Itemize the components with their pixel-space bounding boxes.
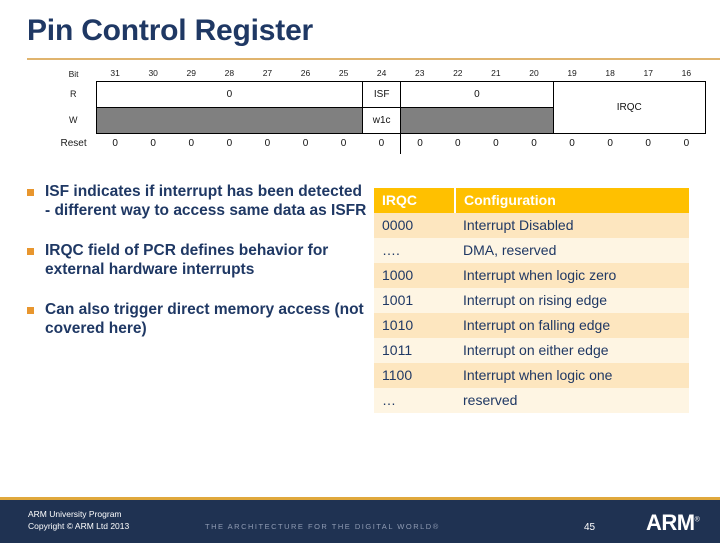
register-bitfield-diagram: Bit 31 30 29 28 27 26 25 24 23 22 21 20 … [56,66,707,154]
arm-logo: ARM® [646,510,700,535]
page-number: 45 [584,522,596,533]
list-item-label: IRQC field of PCR defines behavior for e… [45,241,329,278]
bit-number: 18 [605,68,615,79]
field-reserved-mid: 0 [400,81,554,108]
cell-configuration: reserved [455,388,689,413]
reset-value: 0 [150,138,156,149]
square-bullet-icon [27,189,34,196]
cell-configuration: Interrupt when logic zero [455,263,689,288]
bit-number: 22 [453,68,463,79]
square-bullet-icon [27,306,34,314]
register-table: Bit 31 30 29 28 27 26 25 24 23 22 21 20 … [56,66,707,154]
register-write-row: W w1c [56,107,706,134]
list-item-label: Can also trigger direct memory access (n… [45,300,364,337]
irqc-configuration-table: IRQC Configuration 0000 Interrupt Disabl… [374,188,689,413]
table-row: 1100 Interrupt when logic one [374,363,689,388]
reset-value: 0 [302,138,309,149]
slide-footer: ARM University Program Copyright © ARM L… [0,497,720,543]
registered-trademark-icon: ® [694,516,700,524]
cell-irqc-code: 1010 [374,313,455,338]
table-row: 0000 Interrupt Disabled [374,213,689,238]
cell-irqc-code: 1000 [374,263,455,288]
bit-number: 29 [186,68,196,79]
column-header-configuration: Configuration [454,188,689,213]
reset-value: 0 [340,138,347,149]
bit-number-row: Bit 31 30 29 28 27 26 25 24 23 22 21 20 … [56,66,706,82]
cell-configuration: Interrupt on falling edge [455,313,689,338]
register-read-row: R 0 ISF 0 IRQC [56,81,707,134]
reset-value: 0 [378,138,385,149]
field-write-reserved-high [95,107,364,134]
reset-value: 0 [226,138,233,149]
bit-number: 27 [262,68,273,79]
field-w1c: w1c [362,107,402,134]
table-row: 1011 Interrupt on either edge [374,338,689,363]
arm-logo-text: ARM [646,510,695,535]
footer-copyright: ARM University Program Copyright © ARM L… [28,508,129,533]
cell-configuration: Interrupt when logic one [455,363,689,388]
cell-irqc-code: … [374,388,455,413]
row-label-write: W [69,115,78,125]
cell-irqc-code: …. [374,238,455,263]
reset-value: 0 [607,138,613,149]
bit-number: 28 [224,68,235,79]
bit-number: 25 [338,68,349,79]
cell-irqc-code: 1011 [374,338,455,363]
field-isf: ISF [362,81,402,108]
table-row: 1010 Interrupt on falling edge [374,313,689,338]
cell-irqc-code: 0000 [374,213,455,238]
bit-number: 30 [148,68,158,79]
list-item: ISF indicates if interrupt has been dete… [27,183,367,221]
table-row: … reserved [374,388,689,413]
reset-value: 0 [188,138,195,149]
bit-number: 26 [300,68,311,79]
reset-value: 0 [531,138,537,149]
bullet-list: ISF indicates if interrupt has been dete… [27,183,367,359]
reset-value: 0 [493,138,499,149]
table-row: …. DMA, reserved [374,238,689,263]
bit-number: 17 [643,68,653,79]
footer-tagline: THE ARCHITECTURE FOR THE DIGITAL WORLD® [205,522,440,531]
reset-value: 0 [569,138,575,149]
field-reserved-high: 0 [95,81,364,108]
cell-configuration: DMA, reserved [455,238,689,263]
bit-number: 24 [376,68,387,79]
field-irqc: IRQC [552,81,707,134]
bit-number: 23 [415,68,425,79]
bit-number: 21 [491,68,501,79]
field-write-reserved-mid [400,107,554,134]
cell-irqc-code: 1100 [374,363,455,388]
list-item: Can also trigger direct memory access (n… [27,301,367,339]
reset-value: 0 [400,133,439,154]
row-label-bit: Bit [68,68,79,79]
cell-configuration: Interrupt on rising edge [455,288,689,313]
square-bullet-icon [27,247,34,255]
column-header-irqc: IRQC [374,188,455,213]
footer-program-line: ARM University Program [28,509,122,519]
cell-configuration: Interrupt on either edge [455,338,689,363]
reset-value: 0 [455,138,461,149]
reset-value: 0 [645,138,651,149]
row-label-read: R [70,89,77,99]
bit-number: 19 [567,68,577,79]
reset-value: 0 [264,138,271,149]
row-label-reset: Reset [60,137,87,149]
bit-number: 31 [110,68,120,79]
bit-number: 20 [529,68,539,79]
bit-number: 16 [681,68,692,79]
table-header-row: IRQC Configuration [374,188,689,213]
footer-copyright-line: Copyright © ARM Ltd 2013 [28,521,130,532]
cell-configuration: Interrupt Disabled [455,213,689,238]
table-row: 1000 Interrupt when logic zero [374,263,689,288]
list-item-label: ISF indicates if interrupt has been dete… [45,183,367,219]
reset-value: 0 [683,138,690,149]
list-item: IRQC field of PCR defines behavior for e… [27,242,367,280]
reset-value: 0 [112,138,118,149]
register-reset-row: Reset 0 0 0 0 0 0 0 0 0 0 0 0 0 0 0 0 [56,133,706,154]
cell-irqc-code: 1001 [374,288,455,313]
title-divider [27,58,720,60]
table-row: 1001 Interrupt on rising edge [374,288,689,313]
page-title: Pin Control Register [27,14,314,47]
